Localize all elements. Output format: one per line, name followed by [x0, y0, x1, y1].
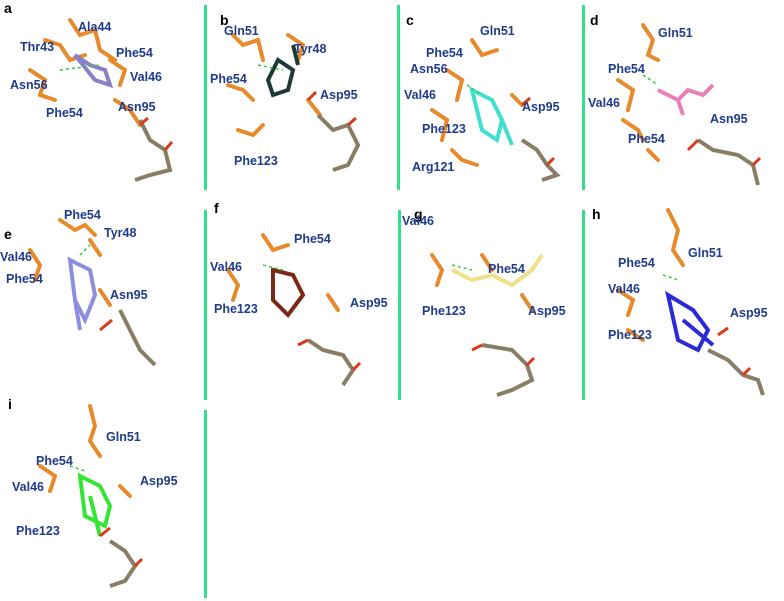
residue-label: Phe54: [36, 454, 73, 468]
residue-label: Gln51: [224, 24, 259, 38]
panel-b: b Gln51 Tyr48 Phe54 Asp95 Phe123: [208, 0, 396, 195]
divider-gh: [582, 210, 585, 400]
panel-h: h Gln51 Phe54 Val46 Phe123 Asp95: [588, 200, 782, 405]
residue-label: Asn95: [710, 112, 748, 126]
residue-label: Val46: [402, 214, 434, 228]
panel-c: c Gln51 Phe54 Asn56 Val46 Asp95 Phe123 A…: [402, 0, 580, 195]
residue-label: Val46: [404, 88, 436, 102]
residue-label: Asn95: [110, 288, 148, 302]
residue-label: Val46: [12, 480, 44, 494]
panel-label: e: [4, 226, 12, 242]
residue-label: Phe54: [64, 208, 101, 222]
divider-fg: [398, 210, 401, 400]
panel-g: g Val46 Phe54 Phe123 Asp95: [402, 200, 580, 405]
molecule-i: [38, 404, 144, 588]
residue-label: Gln51: [658, 26, 693, 40]
residue-label: Phe54: [46, 106, 83, 120]
divider-ab: [204, 5, 207, 190]
panel-label: h: [592, 206, 601, 222]
residue-label: Phe54: [210, 72, 247, 86]
residue-label: Val46: [608, 282, 640, 296]
molecule-e: [28, 218, 157, 367]
residue-label: Phe54: [116, 46, 153, 60]
panel-d: d Gln51 Phe54 Val46 Asn95 Phe54: [588, 0, 782, 195]
residue-label: Phe123: [214, 302, 258, 316]
residue-label: Phe54: [608, 62, 645, 76]
panel-label: f: [214, 200, 219, 216]
residue-label: Phe123: [422, 304, 466, 318]
residue-label: Phe54: [628, 132, 665, 146]
panel-a: a Ala44 Thr43 Phe54 Val46 Asn56 Phe54 As…: [0, 0, 200, 195]
residue-label: Arg121: [412, 160, 455, 174]
residue-label: Asp95: [350, 296, 388, 310]
residue-label: Asp95: [528, 304, 566, 318]
residue-label: Phe123: [234, 154, 278, 168]
residue-label: Tyr48: [104, 226, 137, 240]
panel-label: i: [8, 396, 12, 412]
molecule-d: [616, 23, 762, 186]
divider-cd: [582, 5, 585, 190]
panel-e: e Phe54 Tyr48 Val46 Phe54 Asn95: [0, 200, 200, 405]
residue-label: Phe123: [608, 328, 652, 342]
residue-label: Phe54: [294, 232, 331, 246]
residue-label: Asn56: [10, 78, 48, 92]
divider-i: [204, 410, 207, 598]
divider-ef: [204, 210, 207, 400]
molecule-a: [28, 18, 174, 182]
divider-bc: [397, 5, 400, 190]
residue-label: Phe54: [618, 256, 655, 270]
panel-label: b: [220, 12, 229, 28]
panel-i: i Gln51 Phe54 Val46 Asp95 Phe123: [0, 396, 200, 601]
residue-label: Asp95: [320, 88, 358, 102]
molecule-g: [430, 253, 544, 397]
residue-label: Gln51: [688, 246, 723, 260]
panel-label: d: [590, 12, 599, 28]
residue-label: Tyr48: [294, 42, 327, 56]
residue-label: Val46: [130, 70, 162, 84]
residue-label: Asp95: [730, 306, 768, 320]
panel-label: g: [414, 206, 423, 222]
residue-label: Phe123: [16, 524, 60, 538]
residue-label: Phe54: [426, 46, 463, 60]
residue-label: Asn56: [410, 62, 448, 76]
molecule-h: [616, 208, 765, 396]
residue-label: Ala44: [78, 20, 112, 34]
residue-label: Phe54: [6, 272, 43, 286]
residue-label: Phe54: [488, 262, 525, 276]
panel-f: f Phe54 Val46 Phe123 Asp95: [208, 200, 396, 405]
panel-label: c: [406, 12, 414, 28]
residue-label: Asp95: [140, 474, 178, 488]
residue-label: Val46: [588, 96, 620, 110]
molecule-c: [430, 38, 561, 182]
residue-label: Thr43: [20, 40, 55, 54]
residue-label: Asp95: [522, 100, 560, 114]
molecule-b: [226, 33, 361, 172]
residue-label: Phe123: [422, 122, 466, 136]
residue-label: Gln51: [480, 24, 515, 38]
residue-label: Asn95: [118, 100, 156, 114]
residue-label: Gln51: [106, 430, 141, 444]
residue-label: Val46: [0, 250, 32, 264]
molecule-f: [226, 233, 362, 387]
panel-label: a: [4, 0, 12, 16]
residue-label: Val46: [210, 260, 242, 274]
